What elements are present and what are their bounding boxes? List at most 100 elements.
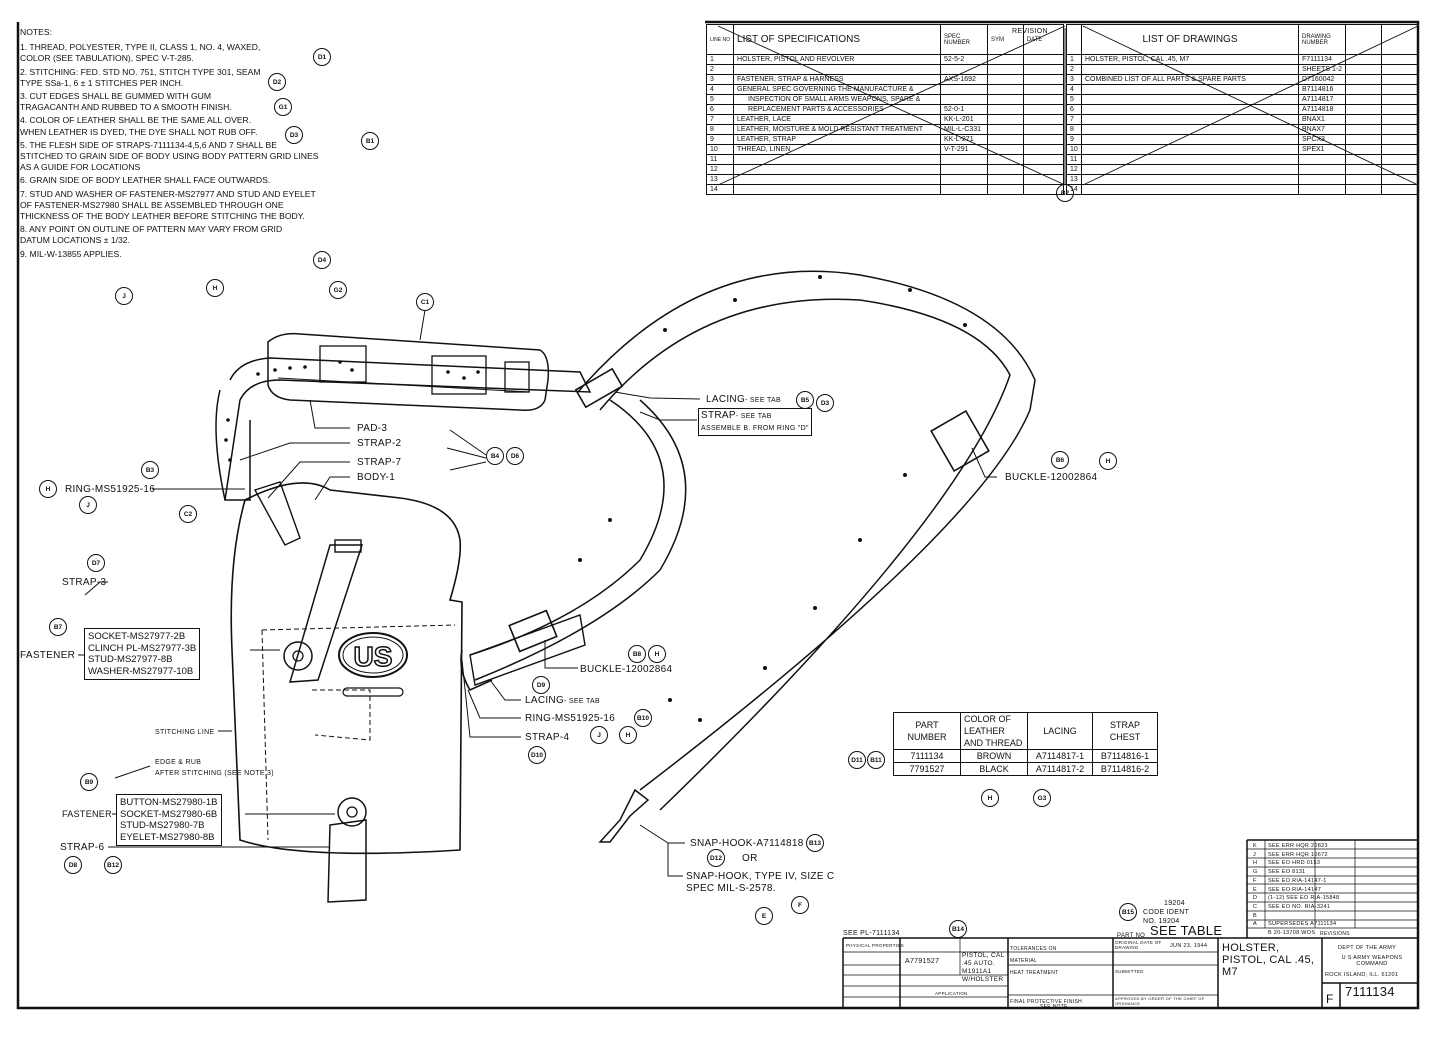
cell: THREAD, LINEN — [733, 144, 942, 155]
cell — [1081, 114, 1299, 125]
zone-d8: D8 — [64, 856, 82, 874]
cell: B7114816 — [1297, 84, 1347, 95]
cell — [1022, 74, 1065, 85]
cell — [1381, 154, 1418, 165]
zone-h: H — [39, 480, 57, 498]
zone-b12: B12 — [104, 856, 122, 874]
cell — [1022, 164, 1065, 175]
zone-b6: B6 — [1051, 451, 1069, 469]
cell — [1345, 134, 1383, 145]
zone-d4: D4 — [313, 251, 331, 269]
zone-b10: B10 — [634, 709, 652, 727]
zone-g3: G3 — [1033, 789, 1051, 807]
cell — [733, 174, 942, 185]
zone-g2: G2 — [329, 281, 347, 299]
label-strap-3: STRAP-3 — [62, 577, 107, 588]
cell — [1081, 84, 1299, 95]
zone-b14: B14 — [949, 920, 967, 938]
strap-4 — [469, 399, 687, 681]
cell — [1022, 144, 1065, 155]
cell — [1345, 154, 1383, 165]
revision-letter: D — [1253, 895, 1258, 902]
note-4: 4. COLOR OF LEATHER SHALL BE THE SAME AL… — [20, 115, 258, 137]
zone-d3: D3 — [285, 126, 303, 144]
notes-title: NOTES: — [20, 27, 52, 37]
cell — [1081, 124, 1299, 135]
cell — [1297, 184, 1347, 195]
cell: 13 — [1066, 174, 1082, 185]
col-line-no: LINE NO — [705, 24, 735, 55]
zone-b11: B11 — [867, 751, 885, 769]
approved: APPROVED BY ORDER OF THE CHIEF OF ORDNAN… — [1115, 996, 1205, 1006]
application: APPLICATION — [935, 991, 968, 996]
zone-d3b: D3 — [816, 394, 834, 412]
physical-properties: PHYSICAL PROPERTIES — [846, 943, 904, 948]
label-edge-rub: EDGE & RUB — [155, 759, 202, 766]
original-date: JUN 23, 1944 — [1170, 943, 1208, 949]
label-strap-7: STRAP-7 — [357, 457, 402, 468]
revision-letter: H — [1253, 860, 1258, 867]
col-drawing-number: DRAWING NUMBER — [1297, 24, 1347, 55]
cell — [1381, 94, 1418, 105]
revision-letter: G — [1253, 869, 1258, 876]
cell: V-T-291 — [940, 144, 989, 155]
cell: BNAX1 — [1297, 114, 1347, 125]
label-strap-4: STRAP-4 — [525, 732, 570, 743]
code-ident-num: 19204 — [1164, 900, 1185, 907]
label-strap-2: STRAP-2 — [357, 438, 402, 449]
cell: 8 — [705, 124, 735, 135]
cell: 9 — [705, 134, 735, 145]
cell — [1381, 114, 1418, 125]
zone-j: J — [590, 726, 608, 744]
zone-b8: B8 — [628, 645, 646, 663]
cell — [1022, 134, 1065, 145]
zone-d1: D1 — [313, 48, 331, 66]
cell — [1345, 174, 1383, 185]
cell: A7114817 — [1297, 94, 1347, 105]
cell: BLACK — [960, 762, 1028, 776]
strap-text: STRAP — [701, 410, 736, 421]
cell — [987, 74, 1024, 85]
cell — [1081, 154, 1299, 165]
note-3: 3. CUT EDGES SHALL BE GUMMED WITH GUM TR… — [20, 91, 232, 113]
label-ring-2: RING-MS51925-16 — [525, 713, 616, 724]
location: ROCK ISLAND, ILL. 61201 — [1325, 972, 1399, 978]
cell: 7111134 — [893, 749, 961, 763]
cell — [987, 184, 1024, 195]
cell: COMBINED LIST OF ALL PARTS & SPARE PARTS — [1081, 74, 1299, 85]
label-ring-1: RING-MS51925-16 — [65, 484, 156, 495]
cell: A7114817-2 — [1027, 762, 1093, 776]
label-snap-spec: SPEC MIL-S-2578. — [686, 883, 776, 894]
cell — [1381, 104, 1418, 115]
cell — [733, 64, 942, 75]
zone-c1: C1 — [416, 293, 434, 311]
fastener-stud — [283, 641, 313, 671]
zone-b9: B9 — [80, 773, 98, 791]
cell — [733, 154, 942, 165]
cell — [1345, 124, 1383, 135]
list-of-specifications: LINE NO LIST OF SPECIFICATIONS SPEC NUMB… — [705, 24, 1065, 195]
cell — [1022, 124, 1065, 135]
cell — [1381, 64, 1418, 75]
zone-d7: D7 — [87, 554, 105, 572]
cell: 10 — [1066, 144, 1082, 155]
cell — [1081, 134, 1299, 145]
table-row: 12 — [705, 164, 1065, 175]
cell — [987, 114, 1024, 125]
drawing-size: F — [1326, 992, 1334, 1006]
cell: 7791527 — [893, 762, 961, 776]
cell — [940, 164, 989, 175]
label-buckle-2: BUCKLE-12002864 — [580, 664, 673, 675]
cell — [1345, 104, 1383, 115]
revisions-label: REVISIONS — [1320, 931, 1350, 937]
revision-letter: K — [1253, 843, 1257, 849]
cell — [1381, 124, 1418, 135]
cell: 8 — [1066, 124, 1082, 135]
final-finish: FINAL PROTECTIVE FINISH — [1010, 999, 1082, 1005]
